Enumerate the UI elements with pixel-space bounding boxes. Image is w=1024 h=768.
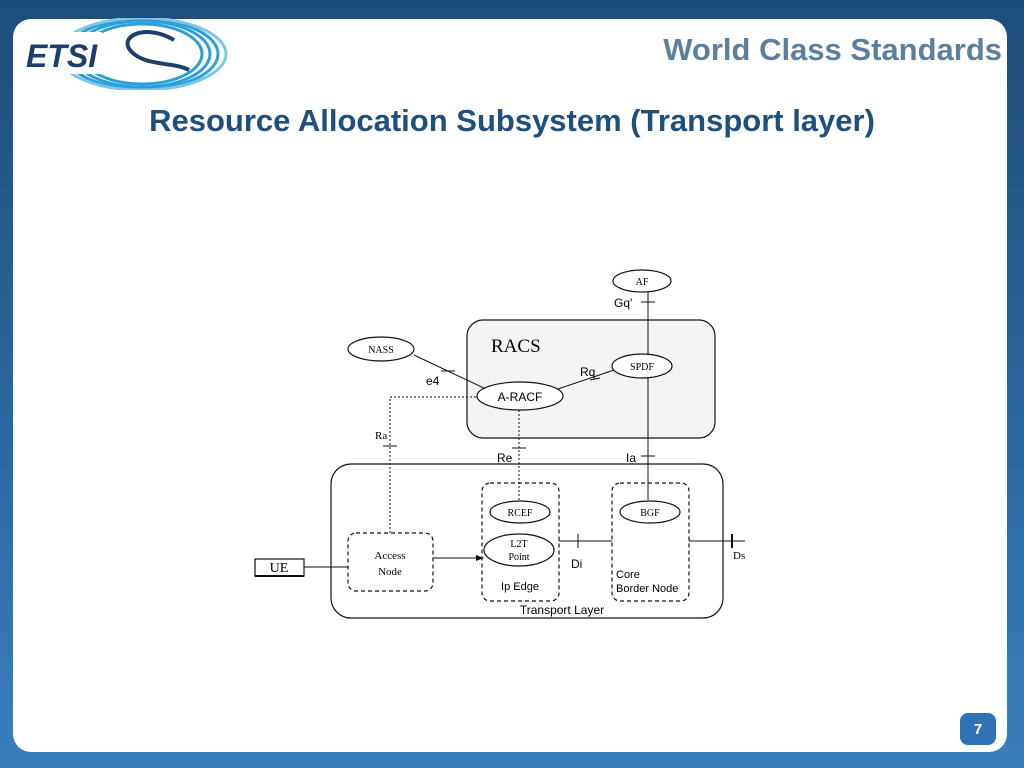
- af-label: AF: [636, 277, 649, 288]
- etsi-logo: ETSI: [24, 18, 228, 90]
- access-node-box: [347, 532, 434, 592]
- access-node-label-line1: Access: [374, 550, 405, 562]
- ue-label: UE: [270, 561, 289, 576]
- a-racf-label: A-RACF: [498, 390, 543, 404]
- l2t-label-line1: L2T: [510, 539, 527, 550]
- di-interface-label: Di: [571, 557, 582, 571]
- re-interface-label: Re: [497, 451, 513, 465]
- bgf-label: BGF: [640, 508, 660, 519]
- ra-interface-label: Ra: [375, 430, 387, 442]
- rcef-node: [489, 500, 551, 524]
- l2t-point-node: [483, 533, 555, 567]
- spdf-node: [611, 353, 673, 379]
- core-label-line1: Core: [616, 569, 640, 581]
- core-label-line2: Border Node: [616, 583, 678, 595]
- nass-node: [347, 336, 415, 362]
- rq-interface-label: Rq: [580, 365, 595, 379]
- racs-label: RACS: [491, 336, 541, 357]
- transport-layer-label: Transport Layer: [520, 603, 604, 617]
- rcef-label: RCEF: [507, 508, 532, 519]
- page-number-badge: 7: [960, 713, 996, 745]
- af-node: [612, 269, 672, 293]
- ip-edge-box: [481, 482, 560, 602]
- access-node-label-line2: Node: [378, 566, 402, 578]
- ia-interface-label: Ia: [626, 451, 636, 465]
- ds-interface-label: Ds: [733, 550, 745, 562]
- spdf-label: SPDF: [630, 362, 654, 373]
- a-racf-node: [476, 381, 564, 411]
- e4-interface-label: e4: [426, 374, 440, 388]
- etsi-logo-text: ETSI: [26, 38, 98, 74]
- core-border-node-box: [611, 482, 690, 602]
- slide-title: Resource Allocation Subsystem (Transport…: [149, 103, 875, 138]
- bgf-node: [619, 500, 681, 524]
- gq-interface-label: Gq': [614, 296, 632, 310]
- l2t-label-line2: Point: [508, 552, 529, 563]
- ip-edge-label: Ip Edge: [501, 581, 539, 593]
- nass-label: NASS: [368, 345, 394, 356]
- tagline: World Class Standards: [663, 32, 1002, 67]
